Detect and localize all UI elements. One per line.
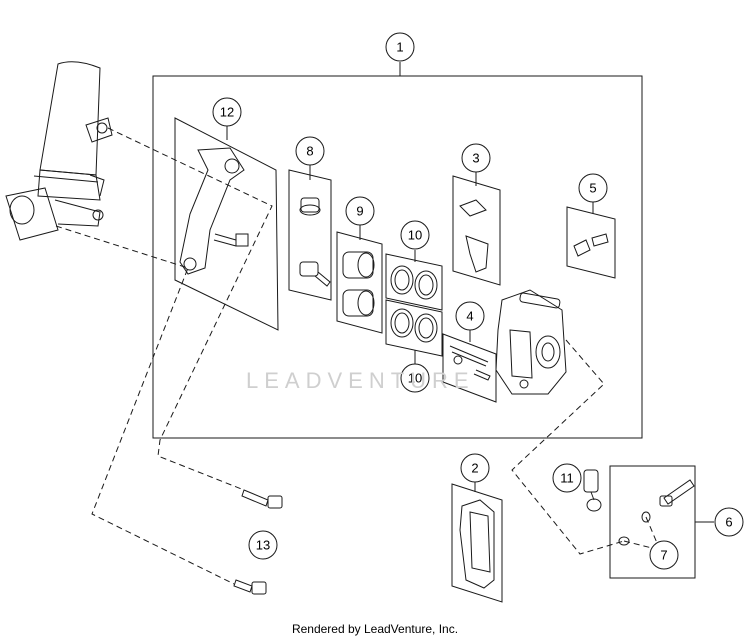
bracket-panel <box>174 117 279 331</box>
callout-12 <box>212 97 242 127</box>
callout-10-lower <box>400 363 430 393</box>
seals-panel-upper <box>385 250 443 311</box>
callout-6 <box>714 507 744 537</box>
pads-panel <box>451 482 503 603</box>
callout-8-label: 8 <box>306 144 313 159</box>
caliper-illustration <box>495 289 567 395</box>
pin-panel <box>442 330 497 403</box>
bolts-panel <box>288 165 332 301</box>
callout-7 <box>649 540 679 570</box>
callout-2-label: 2 <box>471 461 478 476</box>
callout-10-lower-label: 10 <box>408 371 422 386</box>
callout-11 <box>552 463 582 493</box>
bleeder-panel <box>566 202 616 279</box>
fork-leg-illustration <box>5 61 113 241</box>
callout-5-label: 5 <box>589 181 596 196</box>
callout-10-upper-label: 10 <box>408 228 422 243</box>
pistons-panel <box>336 225 383 334</box>
callout-13-label: 13 <box>256 538 270 553</box>
clips-panel <box>452 172 501 286</box>
seals-panel-lower <box>385 299 443 364</box>
callout-8 <box>295 136 325 166</box>
callout-7-label: 7 <box>660 548 667 563</box>
watermark-text: LEADVENTURE <box>246 368 475 393</box>
callout-10-upper <box>400 220 430 250</box>
callout-4-label: 4 <box>466 309 473 324</box>
callout-1-label: 1 <box>396 40 403 55</box>
callout-6-label: 6 <box>725 515 732 530</box>
callout-9-label: 9 <box>356 204 363 219</box>
callout-2 <box>460 453 490 483</box>
render-caption: Rendered by LeadVenture, Inc. <box>291 622 459 636</box>
callout-12-label: 12 <box>220 105 234 120</box>
banjo-fitting-illustration <box>583 469 602 512</box>
callout-4 <box>455 301 485 331</box>
callout-3 <box>461 143 491 173</box>
callout-5 <box>578 173 608 203</box>
bleeder-kit-panel <box>609 465 714 579</box>
mounting-bolts-illustration <box>233 489 283 595</box>
callout-1 <box>385 32 415 62</box>
callout-3-label: 3 <box>472 151 479 166</box>
callout-9 <box>345 196 375 226</box>
callout-11-label: 11 <box>560 471 574 486</box>
callout-13 <box>248 530 278 560</box>
